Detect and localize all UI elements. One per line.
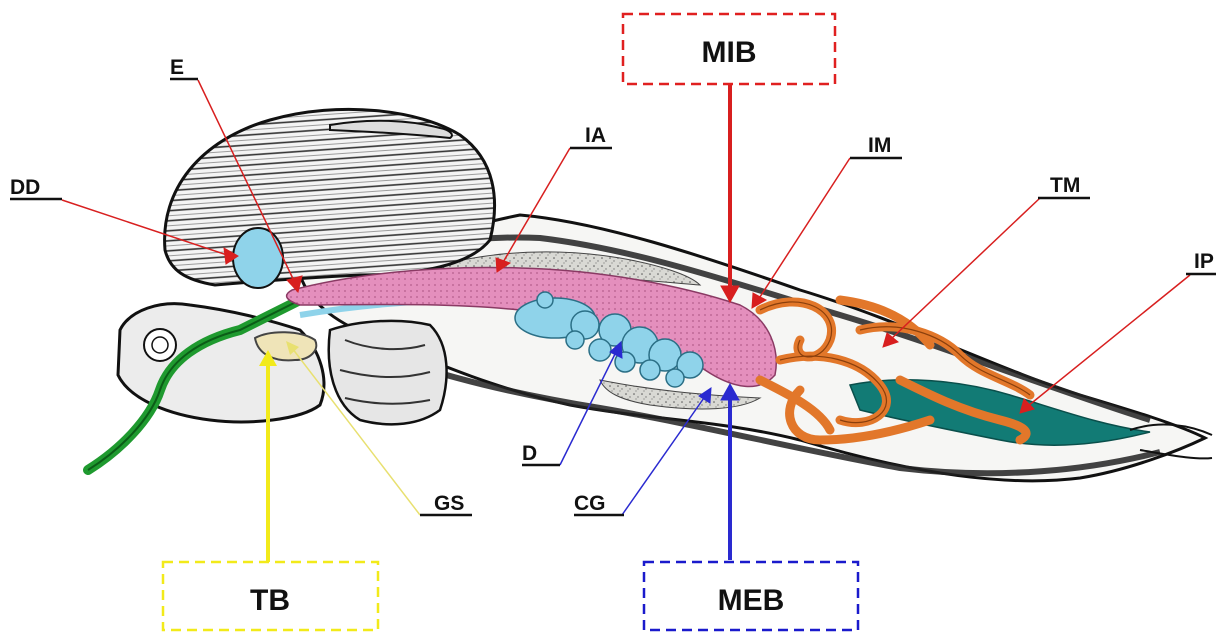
leader-im [758, 158, 850, 300]
head-eye [144, 329, 176, 361]
label-ia: IA [585, 124, 606, 147]
label-im: IM [868, 134, 891, 157]
leader-tm [890, 198, 1040, 340]
label-cg: CG [574, 492, 606, 515]
label-ip: IP [1194, 250, 1214, 273]
box-tb-label: TB [250, 584, 290, 617]
box-meb: MEB [644, 562, 858, 630]
insect-body [88, 109, 1212, 480]
label-gs: GS [434, 492, 464, 515]
box-mib: MIB [623, 14, 835, 84]
box-tb: TB [163, 562, 378, 630]
label-tm: TM [1050, 174, 1080, 197]
dd-organ [233, 228, 283, 288]
box-mib-label: MIB [702, 36, 757, 69]
box-meb-label: MEB [718, 584, 785, 617]
label-e: E [170, 56, 184, 79]
leader-ip [1028, 275, 1190, 406]
label-dd: DD [10, 176, 40, 199]
label-d: D [522, 442, 537, 465]
